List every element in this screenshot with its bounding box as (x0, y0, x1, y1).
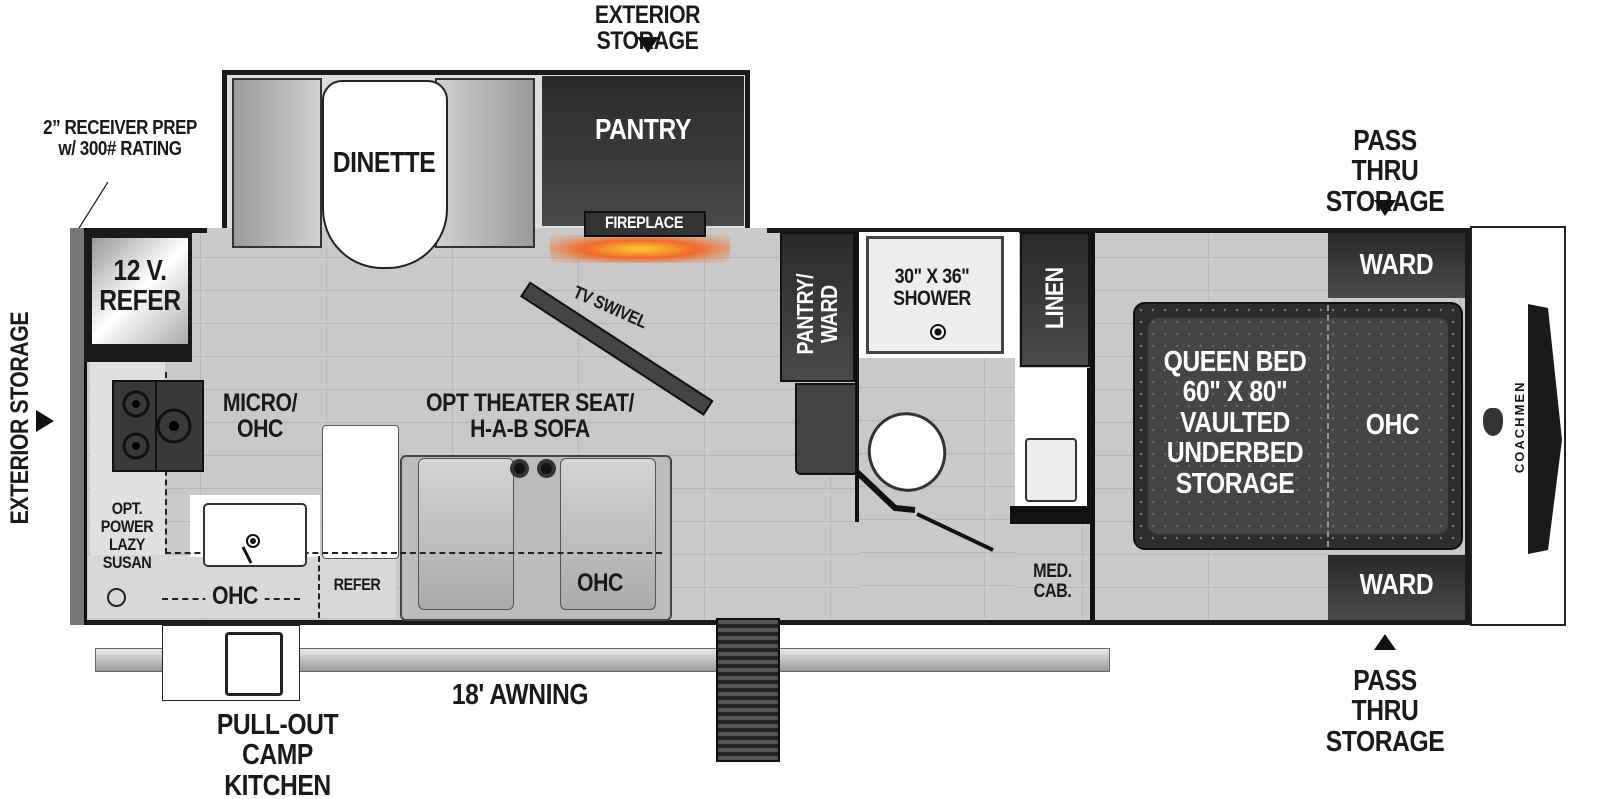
cupholder-right (541, 463, 552, 474)
lazy-susan-label: OPT. POWER LAZY SUSAN (97, 500, 157, 571)
receiver-prep-label: 2” RECEIVER PREP w/ 300# RATING (39, 118, 201, 160)
refer-small-label: REFER (333, 575, 381, 594)
pass-thru-top-line1: PASS THRU (1351, 125, 1419, 188)
cupholder-left (514, 463, 525, 474)
pantry-label: PANTRY (594, 114, 692, 146)
lazy-susan-line3: LAZY (108, 534, 146, 554)
medicine-cabinet[interactable] (1010, 506, 1090, 524)
refer-12v-line1: 12 V. (113, 255, 167, 287)
ohc-sofa-label: OHC (577, 569, 623, 597)
arrow-right-icon (36, 410, 54, 432)
ohc-bed-dash (1327, 305, 1329, 547)
receiver-rating-text: w/ 300# RATING (58, 138, 182, 160)
sofa-seat-right (560, 458, 656, 610)
bath-sink-icon[interactable] (1025, 438, 1077, 502)
linen-label: LINEN (1040, 267, 1069, 329)
ohc-sofa-dash (400, 552, 662, 554)
bed-line5: STORAGE (1175, 467, 1295, 500)
shower-drain-icon (930, 324, 946, 340)
stove-icon[interactable] (112, 380, 204, 472)
receiver-leader-line (73, 181, 109, 237)
lazy-susan-line4: SUSAN (102, 552, 152, 572)
ohc-kitchen-label: OHC (205, 583, 265, 609)
coachmen-logo (1483, 408, 1503, 436)
pass-thru-bottom-label: PASS THRU STORAGE (1317, 665, 1453, 758)
camp-kitchen[interactable] (162, 625, 300, 701)
fireplace-glow (550, 235, 730, 263)
fireplace-label: FIREPLACE (604, 213, 684, 232)
refer-12v-label: 12 V. REFER (99, 256, 181, 317)
bathroom-floor (859, 358, 1015, 618)
dinette-bench-right (435, 78, 535, 248)
pass-thru-bottom-line2: STORAGE (1325, 725, 1445, 758)
micro-ohc-label: MICRO/ OHC (213, 390, 307, 443)
rear-wall (70, 228, 87, 625)
ward-bottom-label: WARD (1359, 569, 1434, 601)
ohc-bed-label: OHC (1365, 409, 1420, 441)
pantry-ward-label: PANTRY/ WARD (791, 273, 842, 355)
burners (122, 382, 192, 470)
micro-ohc-line2: OHC (237, 415, 283, 444)
pass-thru-bottom-line1: PASS THRU (1351, 665, 1419, 728)
shower-line1: 30" X 36" (894, 265, 970, 288)
lazy-susan-line2: POWER (100, 516, 154, 536)
bed-line3: VAULTED (1180, 406, 1290, 439)
hitch-pin-box (1528, 304, 1562, 554)
med-cab-line2: CAB. (1033, 580, 1072, 602)
med-cab-label: MED. CAB. (1025, 562, 1080, 602)
theater-line1: OPT THEATER SEAT/ (425, 389, 635, 417)
arrow-down-icon (1374, 200, 1396, 216)
ward-bottom[interactable] (1328, 555, 1465, 620)
linen-cabinet[interactable] (1020, 232, 1090, 367)
bed-line4: UNDERBED (1166, 437, 1304, 470)
mattress (1148, 318, 1448, 534)
sink-icon[interactable] (203, 503, 307, 567)
bed-line2: 60" X 80" (1182, 376, 1288, 409)
arrow-up-icon (1374, 634, 1396, 650)
bed-label: QUEEN BED 60" X 80" VAULTED UNDERBED STO… (1159, 346, 1312, 500)
brand-label: COACHMEN (1512, 380, 1528, 474)
counter-peninsula (322, 425, 399, 559)
arrow-down-icon (637, 37, 659, 53)
bath-cabinet (795, 383, 859, 475)
lazy-susan-line1: OPT. (111, 499, 143, 518)
shower-label: 30" X 36" SHOWER (881, 265, 983, 311)
camp-kitchen-line2: CAMP KITCHEN (224, 739, 331, 799)
refer-12v-line2: REFER (99, 285, 181, 318)
lazy-susan-knob[interactable] (107, 588, 126, 607)
dinette-label: DINETTE (332, 147, 436, 179)
dinette-table[interactable] (322, 80, 448, 269)
med-cab-line1: MED. (1033, 561, 1072, 582)
awning-label: 18' AWNING (451, 679, 589, 711)
bed-line1: QUEEN BED (1163, 346, 1307, 378)
camp-kitchen-sink-icon (225, 632, 283, 696)
exterior-storage-left-label: EXTERIOR STORAGE (5, 311, 34, 525)
ward-top[interactable] (1328, 233, 1465, 298)
micro-ohc-line1: MICRO/ (222, 389, 298, 417)
sofa-seat-left (418, 458, 514, 610)
faucet (241, 534, 260, 564)
shower-line2: SHOWER (893, 287, 971, 311)
pass-thru-top-label: PASS THRU STORAGE (1317, 125, 1453, 218)
bath-door-swing (855, 470, 994, 552)
theater-line2: H-A-B SOFA (470, 415, 590, 444)
pantry-ward-cabinet[interactable] (780, 232, 855, 382)
refer-12v[interactable] (92, 238, 188, 344)
fireplace[interactable] (584, 211, 706, 237)
bedroom-wall (1090, 232, 1095, 620)
receiver-prep-text: 2” RECEIVER PREP (43, 117, 197, 139)
theater-seat-label: OPT THEATER SEAT/ H-A-B SOFA (424, 390, 637, 443)
dinette-bench-left (232, 78, 322, 248)
camp-kitchen-label: PULL-OUT CAMP KITCHEN (186, 710, 369, 799)
ward-top-label: WARD (1359, 249, 1434, 281)
entry-steps-icon[interactable] (716, 618, 780, 762)
camp-kitchen-line1: PULL-OUT (216, 709, 339, 741)
pantry-cabinet[interactable] (542, 76, 744, 226)
refer-dash (318, 556, 320, 618)
